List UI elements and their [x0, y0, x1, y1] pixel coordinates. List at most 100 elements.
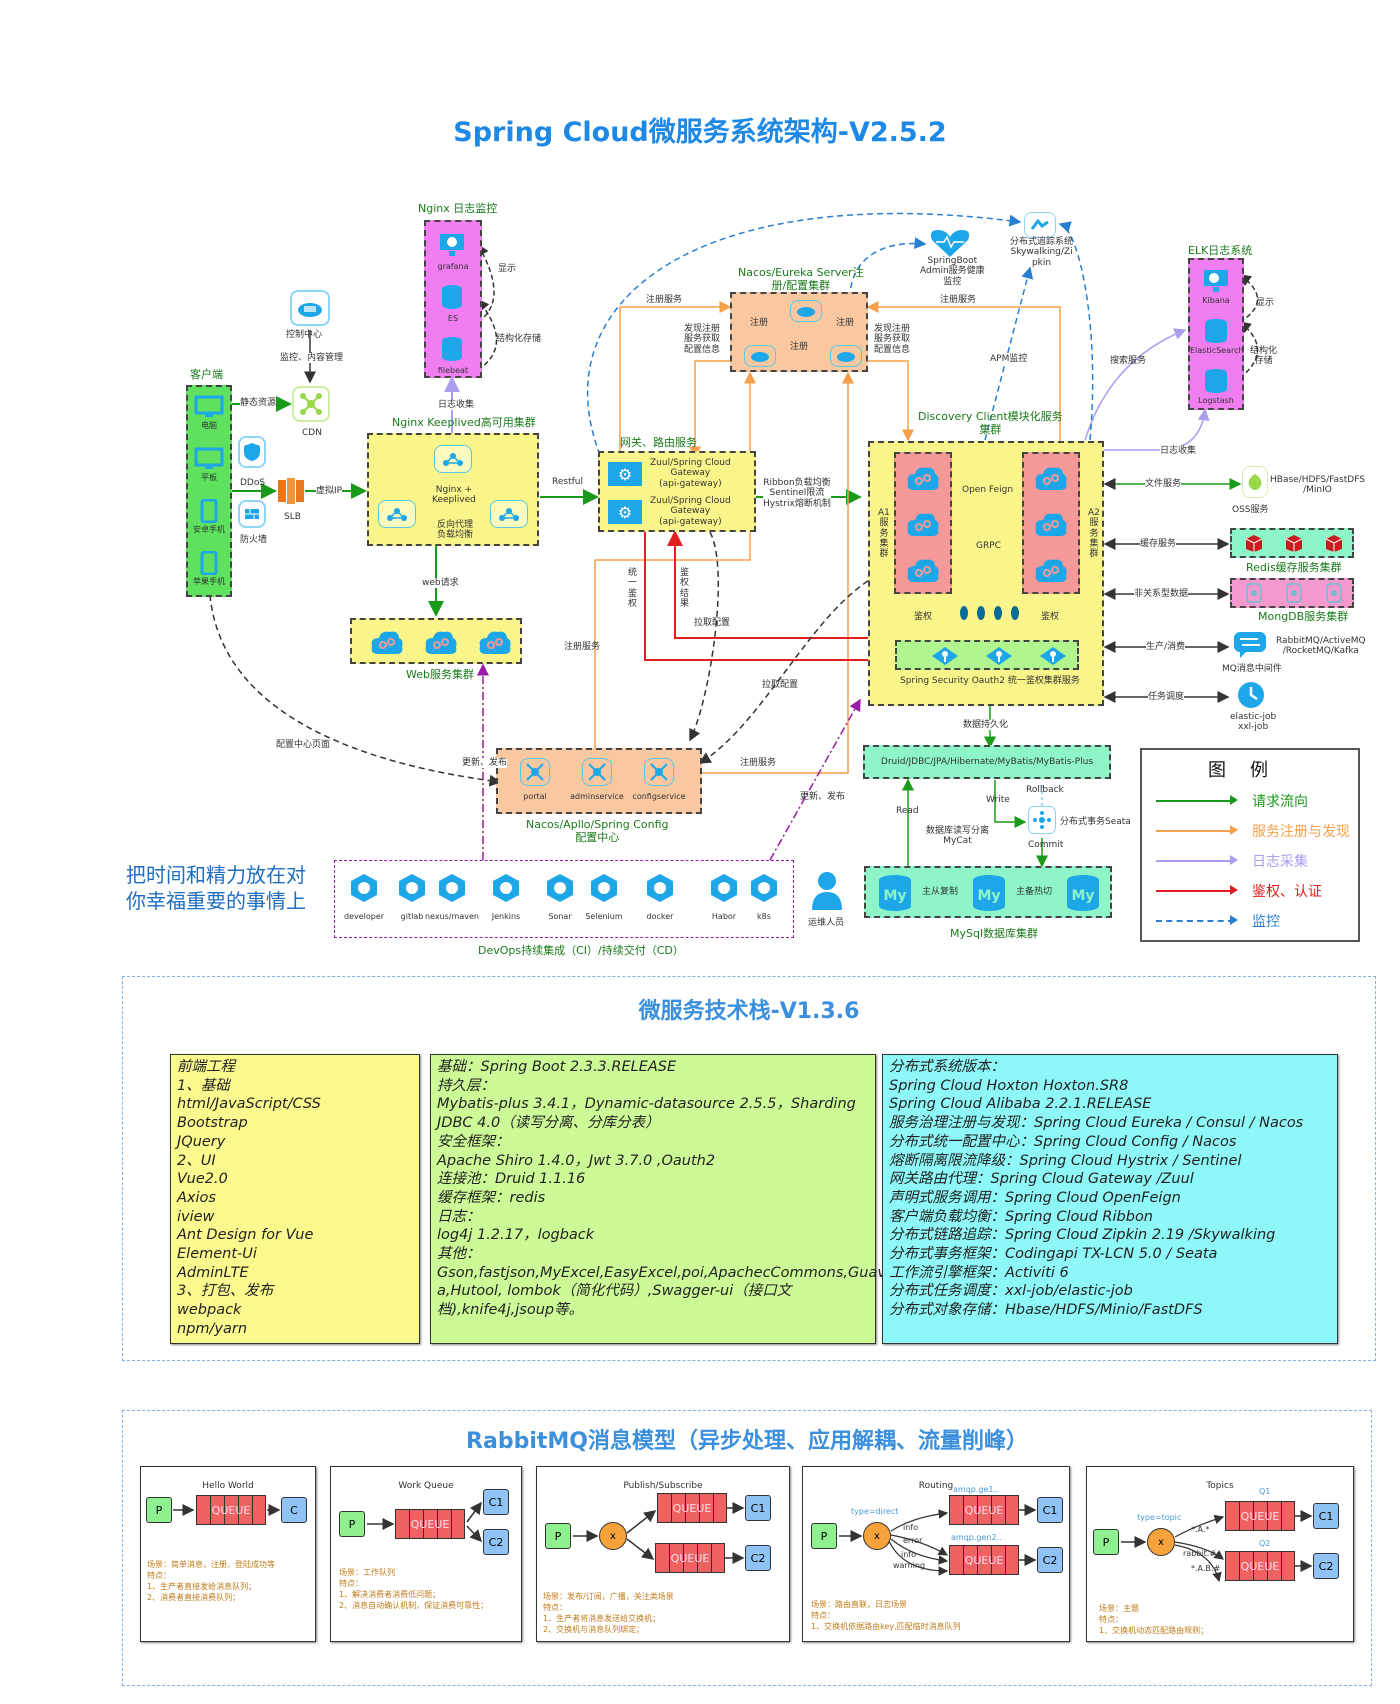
mq-card-topics: Topics P x type=topic Q1 Q2 QUEUE QUEUE …	[1086, 1466, 1354, 1642]
mq-icon	[1232, 630, 1268, 660]
nginx-node-icon	[378, 500, 416, 528]
control-center-icon	[290, 290, 330, 326]
mq-desc: 场景：主题特点：1、交换机动态匹配路由规则；	[1099, 1604, 1209, 1635]
redis-cluster	[1230, 528, 1354, 558]
security-cluster	[895, 640, 1079, 670]
nginx-node-icon	[490, 500, 528, 528]
frontend-stack-line: webpack	[177, 1302, 242, 1319]
legend-arrow-icon	[1230, 915, 1238, 925]
search-service-label: 搜索服务	[1110, 356, 1147, 366]
legend-label: 鉴权、认证	[1252, 884, 1322, 900]
update-publish-label: 更新、发布	[462, 758, 508, 769]
register-service-label: 注册服务	[646, 295, 683, 305]
discover-label: 发现注册 服务获取 配置信息	[684, 324, 721, 355]
distributed-stack-line: 网关路由代理：Spring Cloud Gateway /Zuul	[889, 1171, 1194, 1188]
consumer-node: C2	[483, 1529, 509, 1555]
distributed-stack-line: 声明式服务调用：Spring Cloud OpenFeign	[889, 1189, 1181, 1206]
commit-label: Commit	[1028, 840, 1064, 850]
routing-key: *.A.*	[1191, 1525, 1210, 1534]
queue-node: QUEUE	[1225, 1551, 1295, 1581]
mq-arrows	[573, 1502, 745, 1564]
mq-card-hello-world: Hello World P QUEUE C 场景：简单消息，注册、登陆成功等特点…	[140, 1466, 316, 1642]
frontend-stack-line: iview	[177, 1208, 215, 1225]
legend-item: 请求流向	[1152, 790, 1352, 810]
open-feign-label: Open Feign	[962, 485, 1014, 495]
backend-stack-line: Apache Shiro 1.4.0，Jwt 3.7.0 ,Oauth2	[437, 1152, 716, 1169]
backend-stack-line: Gson,fastjson,MyExcel,EasyExcel,poi,Apac…	[437, 1264, 886, 1281]
more-nodes-ellipsis	[960, 606, 1020, 622]
queue-node: QUEUE	[949, 1545, 1019, 1575]
queue-node: QUEUE	[657, 1493, 727, 1523]
device-icon	[194, 447, 224, 471]
mq-desc: 场景：路由直联，日志场景特点：1、交换机依据路由key,匹配临时消息队列	[811, 1600, 961, 1631]
link-label-nosql: 非关系型数据	[1134, 589, 1189, 600]
config-item-icon	[582, 758, 612, 786]
config-item-icon	[520, 758, 550, 786]
devops-tool-icon	[396, 872, 428, 904]
ops-label: 运维人员	[808, 918, 845, 928]
device-label: 平板	[201, 473, 217, 482]
config-item-label: adminservice	[570, 792, 624, 801]
distributed-stack-line: 工作流引擎框架：Activiti 6	[889, 1264, 1069, 1281]
distributed-stack-line: 分布式链路追踪：Spring Cloud Zipkin 2.19 /Skywal…	[889, 1227, 1276, 1244]
legend-arrow-icon	[1230, 885, 1238, 895]
legend-item: 监控	[1152, 910, 1352, 930]
restful-label: Restful	[552, 477, 583, 487]
rabbitmq-section: RabbitMQ消息模型（异步处理、应用解耦、流量削峰）	[122, 1410, 1372, 1686]
queue-name: amqp.gen2..	[951, 1533, 1002, 1542]
consumer-node: C1	[1037, 1497, 1063, 1523]
key-icon	[986, 647, 1012, 665]
auth-label: 鉴权	[914, 612, 933, 623]
devops-tool-label: Selenium	[585, 912, 623, 921]
structured-storage-label: 结构化存储	[496, 334, 542, 344]
web-service-cloud-icon	[424, 628, 458, 656]
mq-card-routing: Routing P x type=direct amqp.ge1.. amqp.…	[802, 1466, 1070, 1642]
devops-tool-icon	[588, 872, 620, 904]
frontend-stack-line: Element-Ui	[177, 1246, 257, 1263]
backend-stack-line: JDBC 4.0（读写分离、分库分表）	[437, 1115, 660, 1132]
config-center-label: Nacos/Apllo/Spring Config 配置中心	[526, 818, 669, 845]
service-node-cloud-icon	[906, 510, 940, 538]
devops-tool-label: k8s	[757, 912, 771, 921]
virtual-ip-label: 虚拟IP	[316, 486, 343, 497]
tracing-label: 分布式追踪系统 Skywalking/Zi pkin	[1010, 237, 1074, 268]
gateway-item-1: Zuul/Spring Cloud Gateway (api-gateway)	[650, 458, 731, 489]
log-item-label: filebeat	[437, 366, 469, 375]
springboot-admin-label: SpringBoot Admin服务健康 监控	[920, 256, 985, 287]
legend-label: 服务注册与发现	[1252, 824, 1350, 840]
service-node-cloud-icon	[1034, 464, 1068, 492]
routing-key: *.A.B.#	[1191, 1564, 1221, 1573]
pull-config-label: 拉取配置	[762, 680, 799, 690]
mq-arrows	[367, 1501, 483, 1543]
distributed-stack-line: 分布式统一配置中心：Spring Cloud Config / Nacos	[889, 1133, 1237, 1150]
write-label: Write	[986, 795, 1010, 805]
mysql-node-icon: My	[970, 874, 1008, 912]
producer-node: P	[545, 1523, 571, 1549]
distributed-stack-line: Spring Cloud Alibaba 2.2.1.RELEASE	[889, 1096, 1152, 1113]
key-icon	[1040, 647, 1066, 665]
devops-tool-label: nexus/maven	[425, 912, 479, 921]
queue-node: QUEUE	[1225, 1501, 1295, 1531]
job-label: elastic-job xxl-job	[1230, 712, 1277, 733]
distributed-stack-line: 客户端负载均衡：Spring Cloud Ribbon	[889, 1208, 1154, 1225]
structured-storage-label: 结构化 存储	[1250, 346, 1278, 367]
auth-label: 鉴权	[1041, 612, 1060, 623]
gear-icon: ⚙	[608, 500, 642, 524]
log-item-icon	[438, 232, 466, 258]
distributed-stack-line: 分布式系统版本：	[889, 1059, 1005, 1075]
legend: 图例 请求流向服务注册与发现日志采集鉴权、认证监控	[1140, 748, 1360, 942]
mongodb-label: MongDB服务集群	[1258, 610, 1349, 623]
mq-arrows	[839, 1504, 1037, 1576]
monitor-content-label: 监控、内容管理	[280, 353, 344, 364]
frontend-stack-line: npm/yarn	[177, 1320, 248, 1337]
backend-stack-line: 档),knife4j,jsoup等。	[437, 1302, 584, 1319]
link-label-job: 任务调度	[1148, 692, 1185, 703]
elk-item-icon	[1202, 368, 1230, 394]
config-page-label: 配置中心页面	[276, 740, 331, 750]
discover-label: 发现注册 服务获取 配置信息	[874, 324, 911, 355]
apm-label: APM监控	[990, 354, 1028, 365]
frontend-stack-line: Bootstrap	[177, 1115, 248, 1132]
distributed-stack-line: 熔断隔离限流降级：Spring Cloud Hystrix / Sentinel	[889, 1152, 1242, 1169]
nginx-log-label: Nginx 日志监控	[418, 202, 498, 215]
